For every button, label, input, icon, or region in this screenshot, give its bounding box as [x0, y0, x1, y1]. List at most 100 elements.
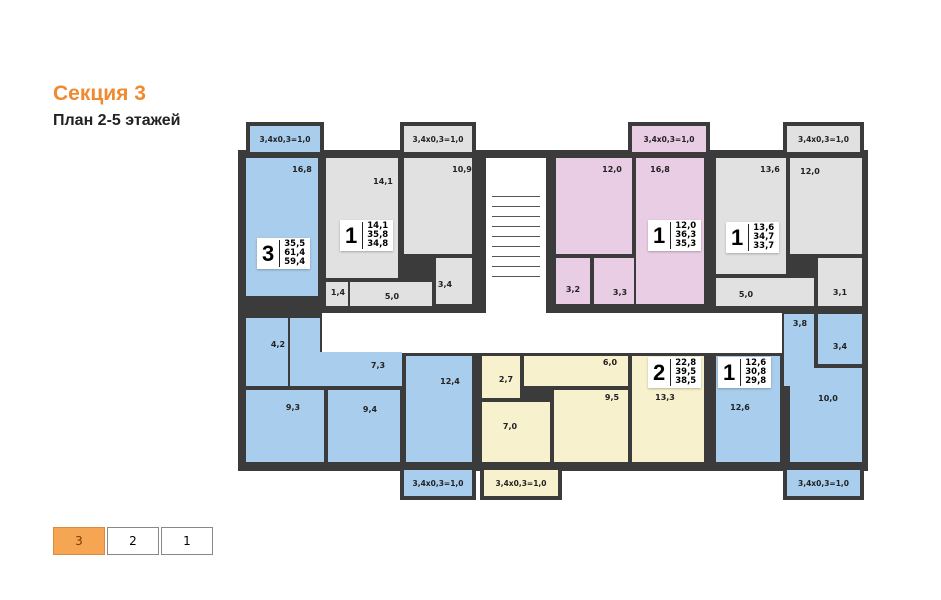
area-value: 59,4: [284, 257, 306, 267]
room-area-label: 13,6: [760, 165, 780, 174]
stair-step: [492, 266, 540, 267]
room-area-label: 6,0: [602, 358, 618, 367]
stair-step: [492, 206, 540, 207]
area-value: 30,8: [745, 367, 767, 377]
room-count: 3: [262, 240, 275, 266]
room: [406, 356, 472, 462]
room-area-label: 12,4: [440, 377, 460, 386]
area-value: 13,6: [753, 223, 775, 233]
area-value: 39,5: [675, 367, 697, 377]
room: [436, 258, 472, 304]
room-count: 1: [731, 224, 744, 250]
area-value: 36,3: [675, 230, 697, 240]
area-value: 33,7: [753, 241, 775, 251]
room-area-label: 9,4: [362, 405, 378, 414]
room: [350, 282, 432, 306]
room: [556, 258, 590, 304]
balcony: 3,4x0,3=1,0: [783, 122, 864, 152]
area-value: 35,3: [675, 239, 697, 249]
room-count: 1: [653, 222, 666, 248]
room: [524, 356, 628, 386]
room-count: 1: [345, 222, 358, 248]
area-value: 12,6: [745, 358, 767, 368]
room-area-label: 13,3: [655, 393, 675, 402]
room: [818, 314, 862, 364]
room-area-label: 16,8: [650, 165, 670, 174]
area-value: 38,5: [675, 376, 697, 386]
room-area-label: 2,7: [498, 375, 514, 384]
room-area-label: 1,4: [330, 288, 346, 297]
room: [246, 158, 318, 296]
balcony: 3,4x0,3=1,0: [783, 470, 864, 500]
room-area-label: 14,1: [373, 177, 393, 186]
floor-subtitle: План 2-5 этажей: [53, 112, 181, 129]
staircase: [486, 158, 546, 316]
room-area-label: 10,9: [452, 165, 472, 174]
area-value: 61,4: [284, 248, 306, 258]
room-area-label: 16,8: [292, 165, 312, 174]
room: [790, 368, 862, 462]
room-area-label: 10,0: [818, 394, 838, 403]
room: [818, 258, 862, 306]
room: [328, 390, 400, 462]
room-count: 2: [653, 359, 666, 385]
stair-step: [492, 226, 540, 227]
room: [554, 390, 628, 462]
room-area-label: 5,0: [384, 292, 400, 301]
room-area-label: 3,3: [612, 288, 628, 297]
room-area-label: 3,8: [792, 319, 808, 328]
room: [594, 258, 634, 304]
stair-step: [492, 236, 540, 237]
area-value: 14,1: [367, 221, 389, 231]
area-value: 12,0: [675, 221, 697, 231]
corridor: [322, 313, 782, 353]
room: [482, 402, 550, 462]
area-value: 29,8: [745, 376, 767, 386]
room: [326, 158, 398, 278]
room-area-label: 12,6: [730, 403, 750, 412]
room-area-label: 7,3: [370, 361, 386, 370]
balcony: 3,4x0,3=1,0: [400, 122, 476, 152]
room-area-label: 4,2: [270, 340, 286, 349]
area-value: 34,7: [753, 232, 775, 242]
room-area-label: 9,5: [604, 393, 620, 402]
room: [556, 158, 632, 254]
room-area-label: 5,0: [738, 290, 754, 299]
room: [716, 278, 814, 306]
room: [790, 158, 862, 254]
room: [290, 318, 320, 352]
room: [482, 356, 520, 398]
room-area-label: 12,0: [800, 167, 820, 176]
stair-step: [492, 256, 540, 257]
room-area-label: 3,4: [832, 342, 848, 351]
area-value: 35,8: [367, 230, 389, 240]
room-area-label: 12,0: [602, 165, 622, 174]
stair-step: [492, 216, 540, 217]
floor-tab-2[interactable]: 2: [107, 527, 159, 555]
stair-step: [492, 246, 540, 247]
room-area-label: 3,4: [437, 280, 453, 289]
floor-tab-3[interactable]: 3: [53, 527, 105, 555]
section-title: Секция 3: [53, 82, 146, 105]
balcony: 3,4x0,3=1,0: [246, 122, 324, 152]
balcony: 3,4x0,3=1,0: [400, 470, 476, 500]
room-area-label: 3,2: [565, 285, 581, 294]
stair-step: [492, 196, 540, 197]
area-value: 34,8: [367, 239, 389, 249]
room: [716, 158, 786, 274]
floor-tab-1[interactable]: 1: [161, 527, 213, 555]
room: [290, 352, 402, 386]
balcony: 3,4x0,3=1,0: [628, 122, 710, 152]
